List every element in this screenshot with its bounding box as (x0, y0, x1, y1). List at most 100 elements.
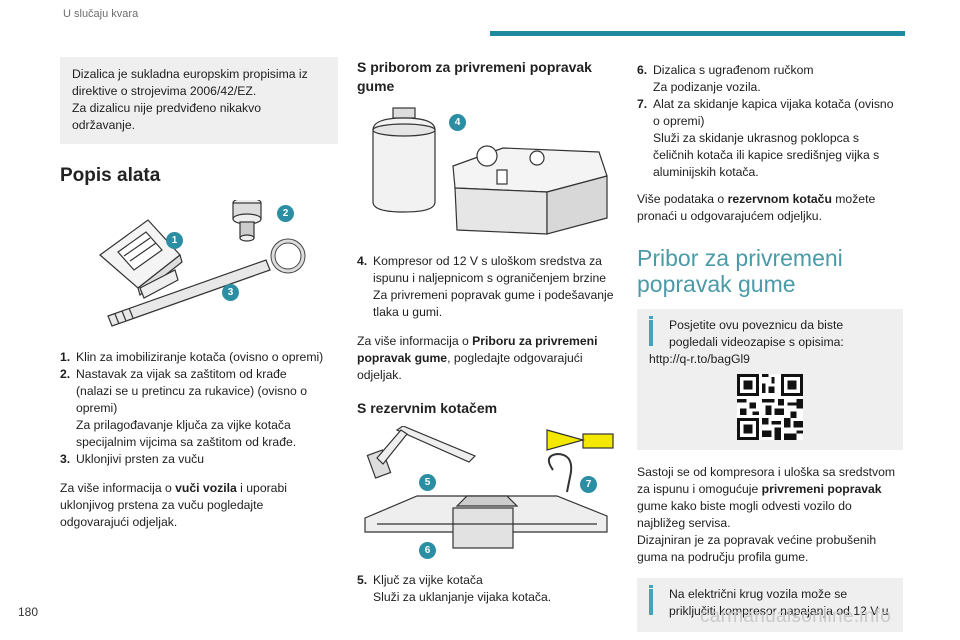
text: Dizajniran je za popravak većine probuše… (637, 533, 877, 547)
section-heading-tool-list: Popis alata (60, 165, 161, 186)
sealant-bottle-drawing (372, 107, 436, 213)
list-item: 7. Alat za skidanje kapica vijaka kotača… (637, 96, 903, 181)
jack-compliance-note: Dizalica je sukladna europskim propisima… (60, 57, 338, 144)
info-text: priključiti kompresor napajanja od 12 V … (669, 604, 889, 618)
item-text: Uklonjivi prsten za vuču (76, 452, 205, 466)
heading-line: Pribor za privremeni (637, 245, 843, 271)
list-item: 3. Uklonjivi prsten za vuču (60, 451, 338, 468)
callout-badge-7: 7 (580, 476, 597, 493)
item-number: 4. (357, 254, 368, 268)
item-number: 6. (637, 63, 648, 77)
text: gume kako biste mogli odvesti vozilo do (637, 499, 852, 513)
page-number: 180 (18, 605, 39, 619)
item-text: Služi za skidanje ukrasnog poklopca s (653, 131, 859, 145)
item-text: (nalazi se u pretincu za rukavice) (ovis… (76, 384, 307, 398)
section-heading-repair-kit: Pribor za privremeni popravak gume (637, 245, 903, 297)
note-line: direktive o strojevima 2006/42/EZ. (72, 84, 257, 98)
car-jack-drawing (364, 495, 608, 549)
spare-wheel-reference: Više podataka o rezervnom kotaču možete … (637, 191, 903, 225)
item-text: tlaka u gumi. (373, 305, 443, 319)
link-term: Priboru za privremeni (472, 334, 598, 348)
wheel-chock-drawing (99, 219, 183, 299)
item-text: Ključ za vijke kotača (373, 573, 483, 587)
item-text: specijalnim vijcima sa zaštitom od krađe… (76, 435, 297, 449)
link-term: vuči vozila (175, 481, 237, 495)
callout-badge-5: 5 (419, 474, 436, 491)
text: , pogledajte odgovarajući (447, 351, 583, 365)
info-text: pogledali videozapise s opisima: (669, 335, 844, 349)
text: guma na području profila gume. (637, 550, 809, 564)
item-text: Za privremeni popravak gume i podešavanj… (373, 288, 614, 302)
text: Više podataka o (637, 192, 728, 206)
hubcap-remover-drawing (546, 429, 614, 493)
item-text: Služi za uklanjanje vijaka kotača. (373, 590, 552, 604)
info-icon (649, 316, 653, 319)
item-text: Za podizanje vozila. (653, 80, 761, 94)
heading-line: gume (357, 78, 395, 94)
item-text: opremi) (76, 401, 118, 415)
item-number: 7. (637, 97, 648, 111)
repair-kit-reference: Za više informacija o Priboru za privrem… (357, 333, 619, 384)
power-supply-info-box: Na električni krug vozila može se priklj… (637, 578, 903, 632)
info-icon-bar (649, 589, 653, 615)
link-term: rezervnom kotaču (727, 192, 832, 206)
subheading-repair-kit: S priborom za privremeni popravak gume (357, 58, 619, 96)
subheading-spare-wheel: S rezervnim kotačem (357, 400, 498, 416)
item-text: Dizalica s ugrađenom ručkom (653, 63, 814, 77)
compressor-illustration (372, 107, 608, 235)
callout-badge-1: 1 (166, 232, 183, 249)
jack-list: 6. Dizalica s ugrađenom ručkom Za podiza… (637, 62, 903, 181)
item-text: Za prilagođavanje ključa za vijke kotača (76, 418, 291, 432)
wrench-list: 5. Ključ za vijke kotača Služi za uklanj… (357, 572, 619, 606)
list-item: 4. Kompresor od 12 V s uloškom sredstva … (357, 253, 619, 321)
list-item: 6. Dizalica s ugrađenom ručkom Za podiza… (637, 62, 903, 96)
link-term: popravak gume (357, 351, 448, 365)
text: odgovarajući odjeljak. (60, 515, 178, 529)
note-line: Dizalica je sukladna europskim propisima… (72, 67, 308, 81)
info-icon-bar (649, 320, 653, 346)
callout-badge-2: 2 (277, 205, 294, 222)
item-text: Kompresor od 12 V s uloškom sredstva za (373, 254, 602, 268)
note-line: održavanje. (72, 118, 136, 132)
tools-illustration (99, 197, 306, 327)
item-number: 2. (60, 367, 71, 381)
item-text: ispunu i naljepnicom s ograničenjem brzi… (373, 271, 607, 285)
spare-wheel-tools-illustration (364, 425, 614, 549)
qr-code-icon[interactable] (737, 374, 803, 440)
column-1: Dizalica je sukladna europskim propisima… (60, 50, 338, 531)
compressor-figure: 4 (357, 106, 619, 236)
video-link[interactable]: http://q-r.to/bagGl9 (649, 352, 750, 366)
video-link-info-box: Posjetite ovu poveznicu da biste pogleda… (637, 309, 903, 450)
text: Za više informacija o (357, 334, 473, 348)
spare-wheel-tools-figure: 5 7 6 (357, 425, 619, 561)
text: možete (831, 192, 876, 206)
item-number: 1. (60, 350, 71, 364)
repair-kit-description: Sastoji se od kompresora i uloška sa sre… (637, 464, 903, 566)
item-text: aluminijskih kotača. (653, 165, 759, 179)
text: Sastoji se od kompresora i uloška sa sre… (637, 465, 896, 479)
callout-badge-6: 6 (419, 542, 436, 559)
callout-badge-4: 4 (449, 114, 466, 131)
item-text: čeličnih kotača ili kapice središnjeg vi… (653, 148, 880, 162)
info-text: Na električni krug vozila može se (669, 587, 848, 601)
tool-list: 1. Klin za imobiliziranje kotača (ovisno… (60, 349, 338, 468)
info-text: Posjetite ovu poveznicu da biste (669, 318, 844, 332)
callout-badge-3: 3 (222, 284, 239, 301)
heading-line: S priborom za privremeni popravak (357, 59, 592, 75)
text: najbližeg servisa. (637, 516, 731, 530)
heading-line: popravak gume (637, 271, 796, 297)
column-3: 6. Dizalica s ugrađenom ručkom Za podiza… (637, 50, 903, 632)
text: pronaći u odgovarajućem odjeljku. (637, 209, 822, 223)
item-text: Klin za imobiliziranje kotača (ovisno o … (76, 350, 324, 364)
list-item: 1. Klin za imobiliziranje kotača (ovisno… (60, 349, 338, 366)
item-text: Alat za skidanje kapica vijaka kotača (o… (653, 97, 894, 111)
item-number: 5. (357, 573, 368, 587)
anti-theft-socket-drawing (232, 197, 262, 242)
compressor-list: 4. Kompresor od 12 V s uloškom sredstva … (357, 253, 619, 321)
bold-term: privremeni popravak (761, 482, 882, 496)
item-text: o opremi) (653, 114, 705, 128)
list-item: 5. Ključ za vijke kotača Služi za uklanj… (357, 572, 619, 606)
header-accent-bar (490, 31, 905, 36)
text: i uporabi (236, 481, 287, 495)
column-2: S priborom za privremeni popravak gume 4… (357, 50, 619, 606)
